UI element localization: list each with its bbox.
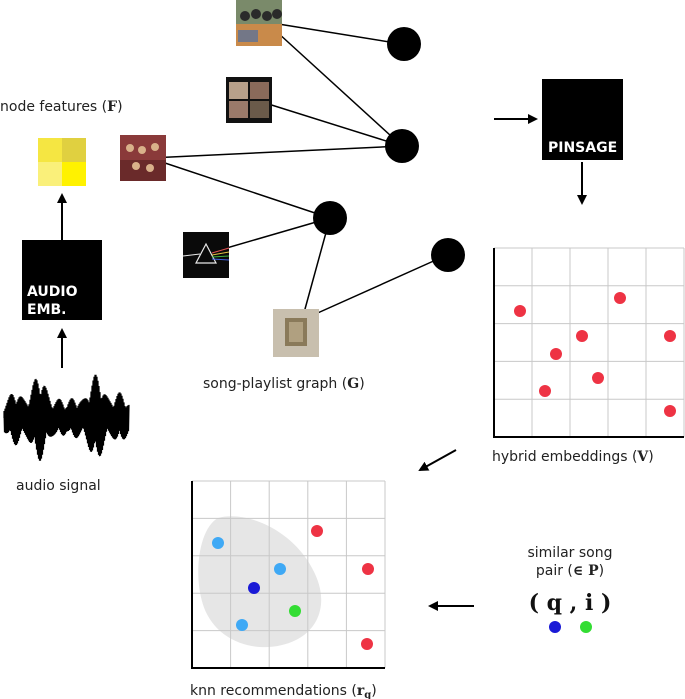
audio-waveform (3, 374, 130, 461)
graph-edges (149, 21, 448, 321)
album-let-it-be (226, 77, 272, 123)
album-led-zeppelin-iv (273, 309, 319, 357)
knn-label: knn recommendations (rq) (190, 683, 377, 699)
playlist-node (385, 129, 419, 163)
feature-cell (62, 138, 86, 162)
embedding-point (664, 330, 676, 342)
album-beatles-for-sale (236, 0, 282, 46)
knn-cluster-region (198, 516, 322, 648)
hybrid-embeddings-plot (493, 247, 685, 438)
pair-q-i: ( q , i ) (529, 590, 612, 616)
playlist-node (313, 201, 347, 235)
similar-pair-label-2: pair (∈ P) (536, 563, 604, 579)
embedding-point (361, 638, 373, 650)
feature-cell (38, 162, 62, 186)
knn-plot (191, 480, 386, 669)
embedding-point (289, 605, 301, 617)
embedding-point (362, 563, 374, 575)
embedding-point (212, 537, 224, 549)
feature-cell (38, 138, 62, 162)
audio-emb-box (22, 240, 102, 320)
embedding-point (576, 330, 588, 342)
pinsage-box (542, 79, 623, 160)
audio-signal-label: audio signal (16, 478, 101, 494)
embedding-point (274, 563, 286, 575)
node-features-label: node features (F) (0, 99, 123, 115)
embedding-point (592, 372, 604, 384)
embedding-point (311, 525, 323, 537)
feature-cell (62, 162, 86, 186)
pinsage-label: PINSAGE (548, 140, 617, 156)
audio-emb-label-2: EMB. (27, 302, 66, 318)
hybrid-label: hybrid embeddings (V) (492, 449, 654, 465)
album-sgt-pepper (120, 135, 166, 181)
embedding-point (248, 582, 260, 594)
similar-pair-label-1: similar song (527, 545, 612, 561)
node-features-grid (38, 138, 86, 186)
embedding-point (514, 305, 526, 317)
embedding-point (664, 405, 676, 417)
plot-axes (191, 481, 385, 669)
arrow-embeddings-to-knn (418, 449, 457, 471)
embedding-point (614, 292, 626, 304)
graph-label: song-playlist graph (G) (203, 376, 365, 392)
embedding-point (236, 619, 248, 631)
audio-emb-label-1: AUDIO (27, 284, 78, 300)
playlist-node (431, 238, 465, 272)
plot-axes (493, 248, 684, 438)
pair-i-dot (580, 621, 592, 633)
playlist-node (387, 27, 421, 61)
embedding-point (550, 348, 562, 360)
pair-q-dot (549, 621, 561, 633)
embedding-point (539, 385, 551, 397)
album-dark-side-of-the-moon (182, 232, 230, 278)
